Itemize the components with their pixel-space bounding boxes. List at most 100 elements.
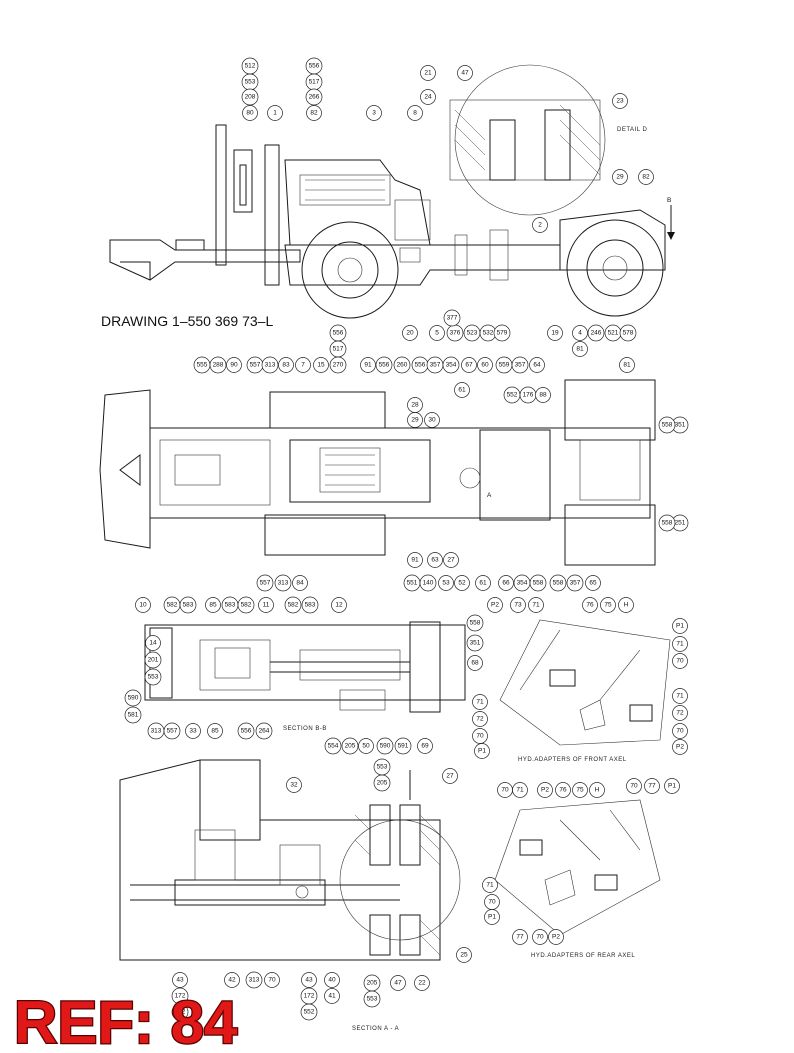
svg-text:583: 583 — [225, 602, 236, 609]
svg-text:357: 357 — [570, 580, 581, 587]
callout-top-view-176: 176 — [519, 386, 537, 404]
svg-text:72: 72 — [676, 710, 684, 717]
svg-text:43: 43 — [176, 977, 184, 984]
svg-text:19: 19 — [551, 330, 559, 337]
callout-top-view-557: 557 — [256, 574, 274, 592]
callout-section-aa-553: 553 — [363, 990, 381, 1008]
callout-top-view-556: 556 — [411, 356, 429, 374]
ref-number-label: REF: 84 — [14, 989, 238, 1053]
svg-text:354: 354 — [517, 580, 528, 587]
callout-hyd-rear-P2: P2 — [548, 929, 564, 945]
callout-top-view-65: 65 — [585, 575, 601, 591]
svg-text:172: 172 — [175, 993, 186, 1000]
svg-text:590: 590 — [380, 743, 391, 750]
svg-text:11: 11 — [263, 602, 270, 609]
callout-section-aa-40: 40 — [324, 972, 340, 988]
callout-side-view-21: 21 — [420, 65, 436, 81]
callout-top-view-29: 29 — [407, 412, 423, 428]
callout-hyd-rear-70: 70 — [484, 894, 500, 910]
callout-top-view-557: 557 — [246, 356, 264, 374]
side-view: B DETAIL D — [109, 64, 675, 319]
callout-section-bb-591: 591 — [394, 737, 412, 755]
callout-section-aa-27: 27 — [442, 768, 458, 784]
svg-text:25: 25 — [460, 952, 468, 959]
drawing-number: DRAWING 1–550 369 73–L — [101, 313, 273, 329]
callout-side-view-2: 2 — [532, 217, 548, 233]
svg-text:52: 52 — [458, 580, 466, 587]
callout-section-aa-22: 22 — [414, 975, 430, 991]
callout-top-view-60: 60 — [477, 357, 493, 373]
callout-hyd-rear-77: 77 — [512, 929, 528, 945]
callout-top-view-53: 53 — [438, 575, 454, 591]
svg-text:590: 590 — [128, 695, 139, 702]
callout-hyd-front-70: 70 — [672, 653, 688, 669]
callout-top-view-313: 313 — [274, 574, 292, 592]
svg-text:65: 65 — [589, 580, 597, 587]
svg-text:556: 556 — [379, 362, 390, 369]
callout-hyd-front-P2: P2 — [672, 739, 688, 755]
callout-hyd-rear-P2: P2 — [537, 782, 553, 798]
callout-section-bb-583: 583 — [179, 596, 197, 614]
svg-text:76: 76 — [586, 602, 594, 609]
callout-side-view-266: 266 — [305, 88, 323, 106]
callout-section-aa-41: 41 — [324, 988, 340, 1004]
svg-text:88: 88 — [539, 392, 547, 399]
callout-hyd-rear-71: 71 — [512, 782, 528, 798]
svg-text:15: 15 — [317, 362, 325, 369]
view-marker-b-side: B — [667, 197, 671, 204]
callout-section-bb-313: 313 — [147, 722, 165, 740]
svg-text:351: 351 — [470, 640, 481, 647]
svg-text:581: 581 — [128, 712, 139, 719]
svg-text:582: 582 — [241, 602, 252, 609]
svg-text:582: 582 — [167, 602, 178, 609]
svg-text:357: 357 — [430, 362, 441, 369]
section-aa-caption: SECTION A - A — [352, 1026, 399, 1032]
callout-side-view-29: 29 — [612, 169, 628, 185]
svg-text:10: 10 — [139, 602, 147, 609]
svg-text:266: 266 — [309, 94, 320, 101]
svg-text:313: 313 — [249, 977, 260, 984]
callout-side-view-208: 208 — [241, 88, 259, 106]
svg-text:172: 172 — [304, 993, 315, 1000]
svg-text:579: 579 — [497, 330, 508, 337]
svg-text:43: 43 — [305, 977, 313, 984]
svg-text:313: 313 — [278, 580, 289, 587]
callout-hyd-front-73: 73 — [510, 597, 526, 613]
callout-top-view-288: 288 — [209, 356, 227, 374]
callout-section-bb-553: 553 — [144, 668, 162, 686]
callout-section-aa-25: 25 — [456, 947, 472, 963]
svg-text:91: 91 — [364, 362, 372, 369]
callout-hyd-front-70: 70 — [672, 723, 688, 739]
svg-text:582: 582 — [288, 602, 299, 609]
svg-text:558: 558 — [553, 580, 564, 587]
svg-text:29: 29 — [411, 417, 419, 424]
svg-text:558: 558 — [662, 520, 673, 527]
svg-text:42: 42 — [228, 977, 236, 984]
svg-text:532: 532 — [483, 330, 494, 337]
callout-top-view-354: 354 — [513, 574, 531, 592]
svg-text:521: 521 — [608, 330, 619, 337]
callout-side-view-579: 579 — [493, 324, 511, 342]
svg-text:50: 50 — [362, 743, 370, 750]
svg-text:354: 354 — [446, 362, 457, 369]
callout-side-view-578: 578 — [619, 324, 637, 342]
svg-text:176: 176 — [523, 392, 534, 399]
svg-text:260: 260 — [397, 362, 408, 369]
callout-top-view-30: 30 — [424, 412, 440, 428]
svg-text:70: 70 — [536, 934, 544, 941]
svg-text:41: 41 — [328, 993, 336, 1000]
callout-top-view-63: 63 — [427, 552, 443, 568]
svg-text:251: 251 — [675, 520, 686, 527]
callout-section-bb-351: 351 — [466, 634, 484, 652]
callout-section-aa-70: 70 — [264, 972, 280, 988]
svg-text:205: 205 — [345, 743, 356, 750]
callout-hyd-front-P2: P2 — [487, 597, 503, 613]
callout-section-aa-43: 43 — [301, 972, 317, 988]
callout-side-view-512: 512 — [241, 57, 259, 75]
svg-text:82: 82 — [642, 174, 650, 181]
svg-text:71: 71 — [676, 641, 684, 648]
callout-hyd-rear-75: 75 — [572, 782, 588, 798]
callout-top-view-64: 64 — [529, 357, 545, 373]
svg-text:67: 67 — [465, 362, 473, 369]
